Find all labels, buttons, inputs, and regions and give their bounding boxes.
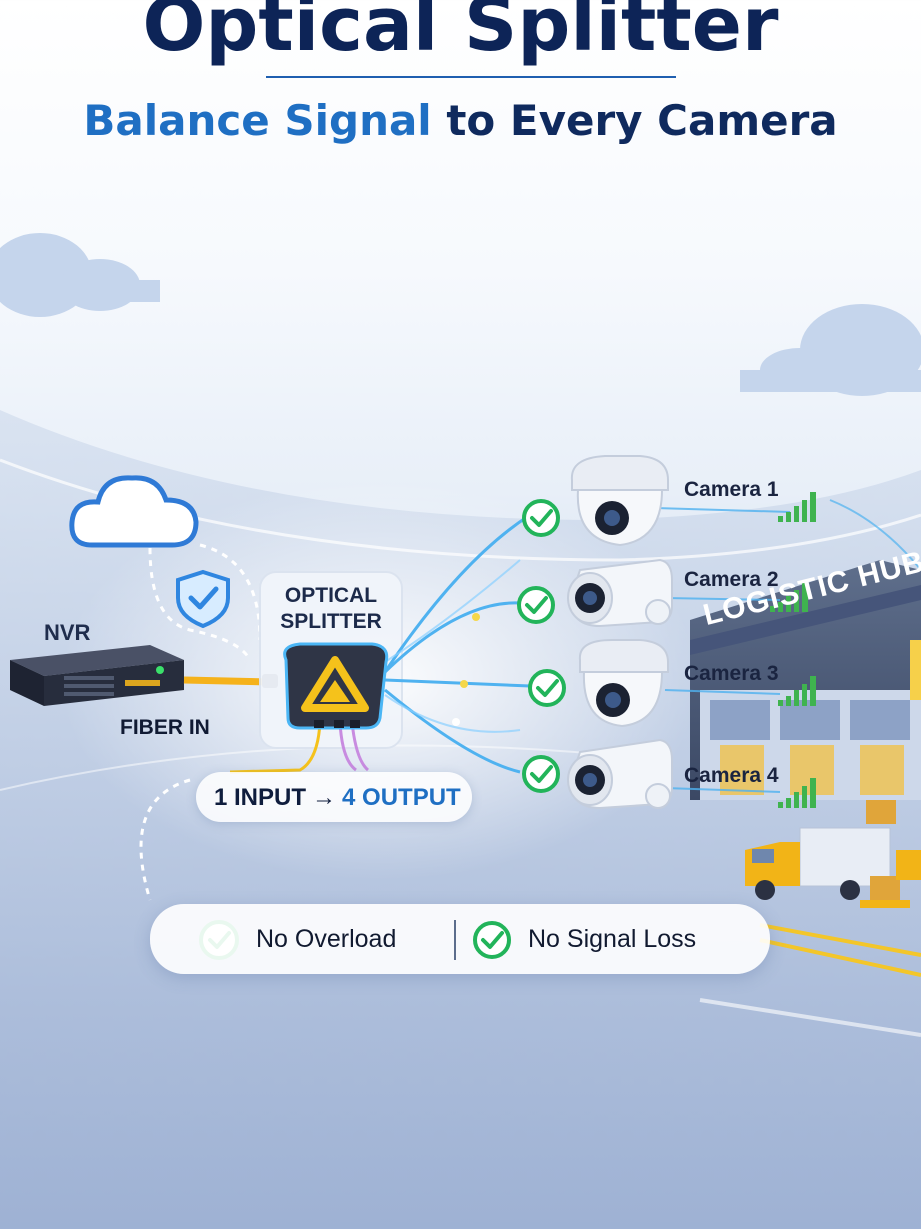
feature-divider (454, 920, 456, 960)
io-output: 4 OUTPUT (342, 784, 461, 811)
io-label: 1 INPUT→4 OUTPUT (214, 784, 461, 812)
signal-bars-icon (778, 492, 816, 522)
check-circle-icon (522, 499, 560, 537)
page-subtitle: Balance Signal to Every Camera (0, 96, 921, 145)
check-circle-icon (473, 921, 511, 959)
check-circle-icon (528, 669, 566, 707)
camera-label: Camera 4 (684, 764, 779, 787)
page-title: Optical Splitter (142, 0, 779, 68)
truck-icon (745, 800, 921, 908)
background-cloud-left (0, 233, 160, 317)
camera-label: Camera 2 (684, 568, 779, 591)
cloud-icon (69, 475, 199, 548)
io-input: 1 INPUT (214, 784, 307, 811)
fiber-in-label: FIBER IN (120, 716, 210, 739)
splitter-box-icon (283, 642, 389, 730)
arrow-right-icon: → (312, 784, 337, 811)
subtitle-rest: to Every Camera (431, 96, 838, 145)
feature-pill (150, 904, 770, 974)
splitter-label-line1: OPTICAL (284, 584, 378, 607)
signal-bars-icon (778, 676, 816, 706)
signal-bars-icon (770, 582, 808, 612)
camera-label: Camera 3 (684, 662, 779, 685)
bullet-camera-icon (567, 738, 673, 810)
check-circle-icon (517, 586, 555, 624)
shield-check-icon (176, 569, 230, 629)
splitter-label: OPTICAL SPLITTER (262, 583, 400, 635)
background-cloud-right (740, 304, 921, 396)
subtitle-highlight: Balance Signal (83, 96, 432, 145)
dome-camera-icon (570, 455, 669, 547)
dome-camera-icon (578, 639, 669, 728)
feature-no-overload: No Overload (256, 925, 397, 953)
nvr-label: NVR (44, 620, 91, 645)
io-pill (196, 772, 472, 822)
nvr-device-icon (10, 645, 184, 706)
camera-label: Camera 1 (684, 478, 779, 501)
check-circle-icon (522, 755, 560, 793)
splitter-label-line2: SPLITTER (280, 610, 382, 633)
feature-no-signal-loss: No Signal Loss (528, 925, 697, 953)
signal-bars-icon (778, 778, 816, 808)
title-divider (266, 76, 676, 78)
bullet-camera-icon (567, 558, 673, 628)
